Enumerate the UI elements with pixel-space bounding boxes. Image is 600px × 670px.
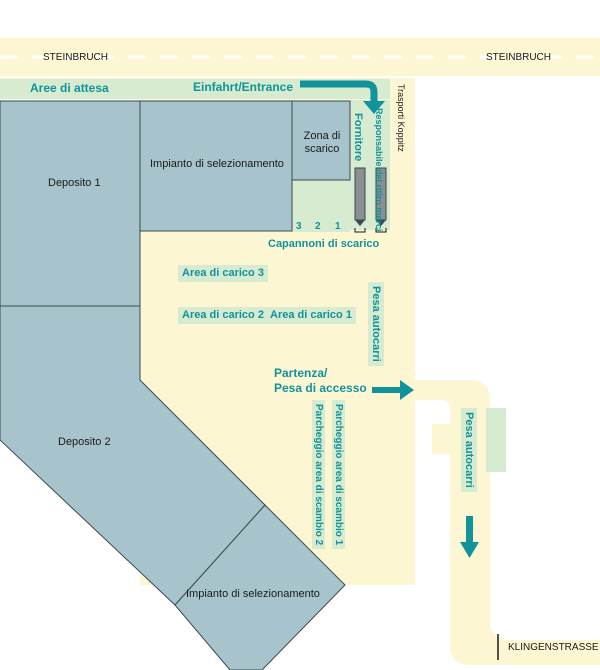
responsible-chute-tip (376, 220, 386, 226)
departure-arrow-head (400, 380, 414, 400)
supplier-label: Fornitore (352, 113, 364, 162)
access-weigh-label: Pesa di accesso (274, 381, 367, 395)
street-klingenstrasse: KLINGENSTRASSE (508, 642, 599, 653)
warehouse-1-shape (0, 100, 141, 307)
weigh-bump (432, 424, 450, 454)
loading-area-2: Area di carico 2 (178, 307, 268, 324)
entrance-arrow-head (363, 101, 385, 114)
responsible-label: Responsabile del ritiro merci (374, 108, 384, 232)
entrance-arrow (300, 80, 378, 101)
parking-exchange-2: Parcheggio area di scambio 2 (312, 400, 325, 550)
transport-company-label: Trasporti Koppitz (396, 84, 406, 152)
gate-markers (354, 228, 387, 233)
forklift-weigh-2: Pesa autocarri (461, 408, 477, 492)
street-steinbruch-right: STEINBRUCH (486, 52, 552, 63)
unloading-zone-green (292, 180, 350, 232)
gate-1-label: 1 (335, 221, 341, 232)
gate-3-label: 3 (296, 221, 302, 232)
street-steinbruch-left: STEINBRUCH (43, 52, 109, 63)
departure-label: Partenza/ (274, 366, 328, 380)
unloading-zone-label: Zona di scarico (303, 130, 341, 155)
unloading-sheds-label: Capannoni di scarico (268, 238, 380, 250)
warehouse-2-label: Deposito 2 (58, 436, 111, 448)
loading-area-1: Area di carico 1 (266, 307, 356, 324)
supplier-chute-tip (355, 220, 365, 226)
departure-arrow-shaft (372, 387, 402, 393)
gate-2-label: 2 (315, 221, 321, 232)
unloading-zone-shape (291, 100, 351, 181)
exit-road (415, 380, 600, 665)
sorting-plant-bottom-label: Impianto di selezionamento (186, 588, 320, 600)
exit-arrow-head (460, 542, 479, 558)
entrance-label: Einfahrt/Entrance (193, 80, 294, 94)
warehouse-1-label: Deposito 1 (48, 177, 101, 189)
forklift-weigh-1: Pesa autocarri (368, 282, 384, 366)
weigh-strip-right (486, 408, 506, 472)
sorting-plant-bottom-shape (174, 504, 346, 670)
loading-area-3: Area di carico 3 (178, 265, 268, 282)
sorting-plant-top-shape (139, 100, 293, 232)
sorting-plant-top-label: Impianto di selezionamento (150, 158, 284, 170)
waiting-areas-label: Aree di attesa (30, 81, 109, 95)
exit-arrow-shaft (466, 516, 473, 544)
waiting-area-strip (0, 79, 390, 99)
supplier-chute (354, 167, 366, 221)
parking-exchange-1: Parcheggio area di scambio 1 (332, 400, 345, 550)
